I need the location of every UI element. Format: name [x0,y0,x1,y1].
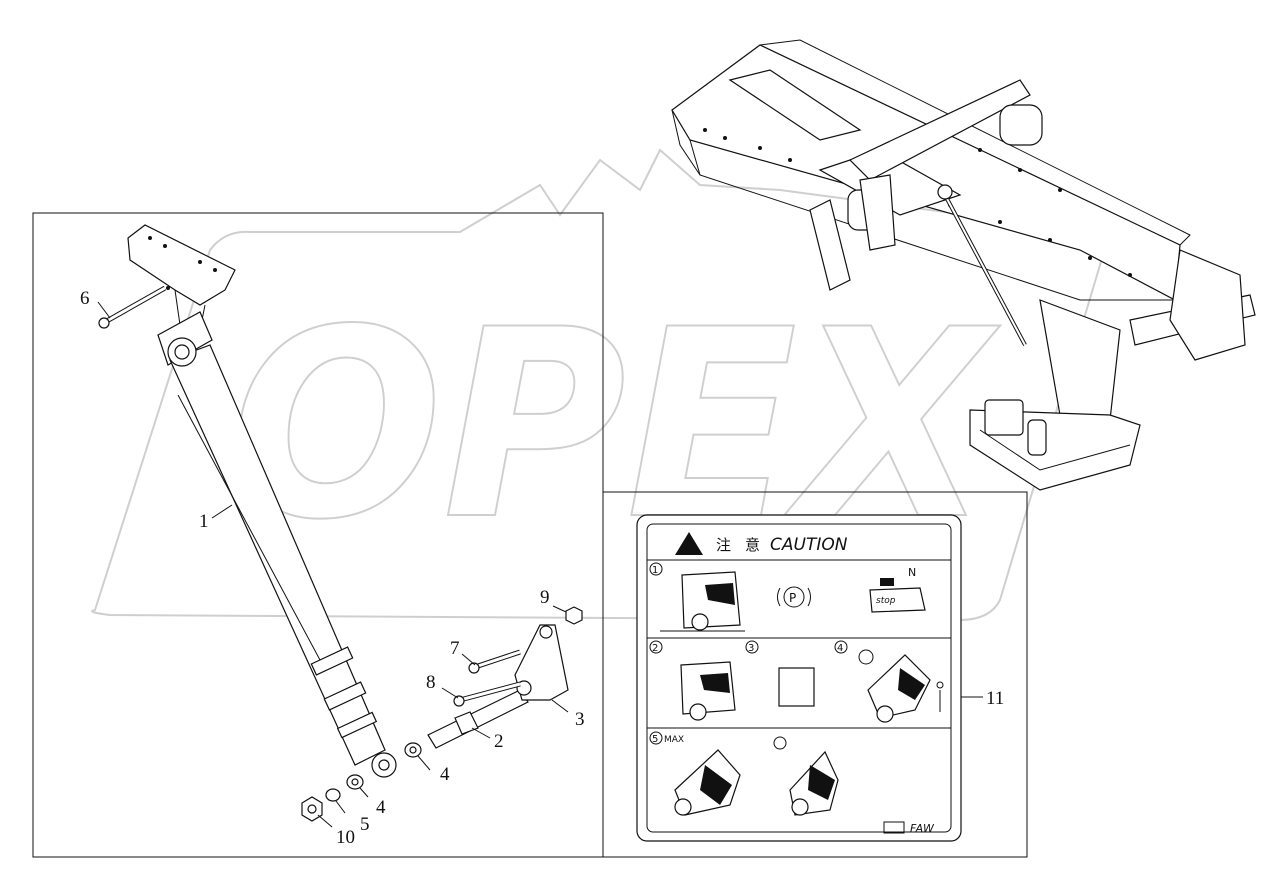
callout-11: 11 [986,688,1004,709]
step-number-3: 3 [748,643,754,654]
left-detail-panel [32,212,604,858]
stop-valve-icon: stop N [869,566,926,613]
callout-6: 6 [80,288,90,309]
caution-panel-frame [603,491,1028,858]
parking-symbol: P [789,591,796,605]
callout-10: 10 [336,827,355,848]
leader-lines [97,301,983,828]
caution-title: CAUTION [770,535,848,555]
callout-8: 8 [426,672,436,693]
callout-9: 9 [540,587,550,608]
caution-chinese-1: 注 [716,536,731,554]
brand-text: FAW [910,822,935,835]
callout-2: 2 [494,731,504,752]
caution-label: 注 意 CAUTION 1 P stop N 2 3 4 [636,514,962,842]
step-number-2: 2 [652,643,658,654]
cab-icon [660,571,745,632]
callout-7: 7 [450,638,460,659]
callout-5: 5 [360,814,370,835]
truck-chassis-illustration [671,39,1256,491]
warning-triangle-icon [675,532,703,555]
caution-chinese-2: 意 [745,536,760,554]
brand-box-icon [883,821,905,834]
step-number-5: 5 [652,734,658,745]
step-number-1: 1 [652,565,658,576]
callout-labels: 1 2 3 4 4 5 6 7 8 9 10 11 [80,288,1004,848]
callout-3: 3 [575,709,585,730]
parking-brake-icon: P [777,586,811,608]
callout-1: 1 [199,511,209,532]
step-number-4: 4 [837,643,843,654]
max-text: MAX [664,735,684,745]
left-assembly-parts [98,224,583,822]
stop-text: stop [876,596,896,606]
callout-4-lower: 4 [376,797,386,818]
neutral-text: N [908,566,916,579]
callout-4-upper: 4 [440,764,450,785]
